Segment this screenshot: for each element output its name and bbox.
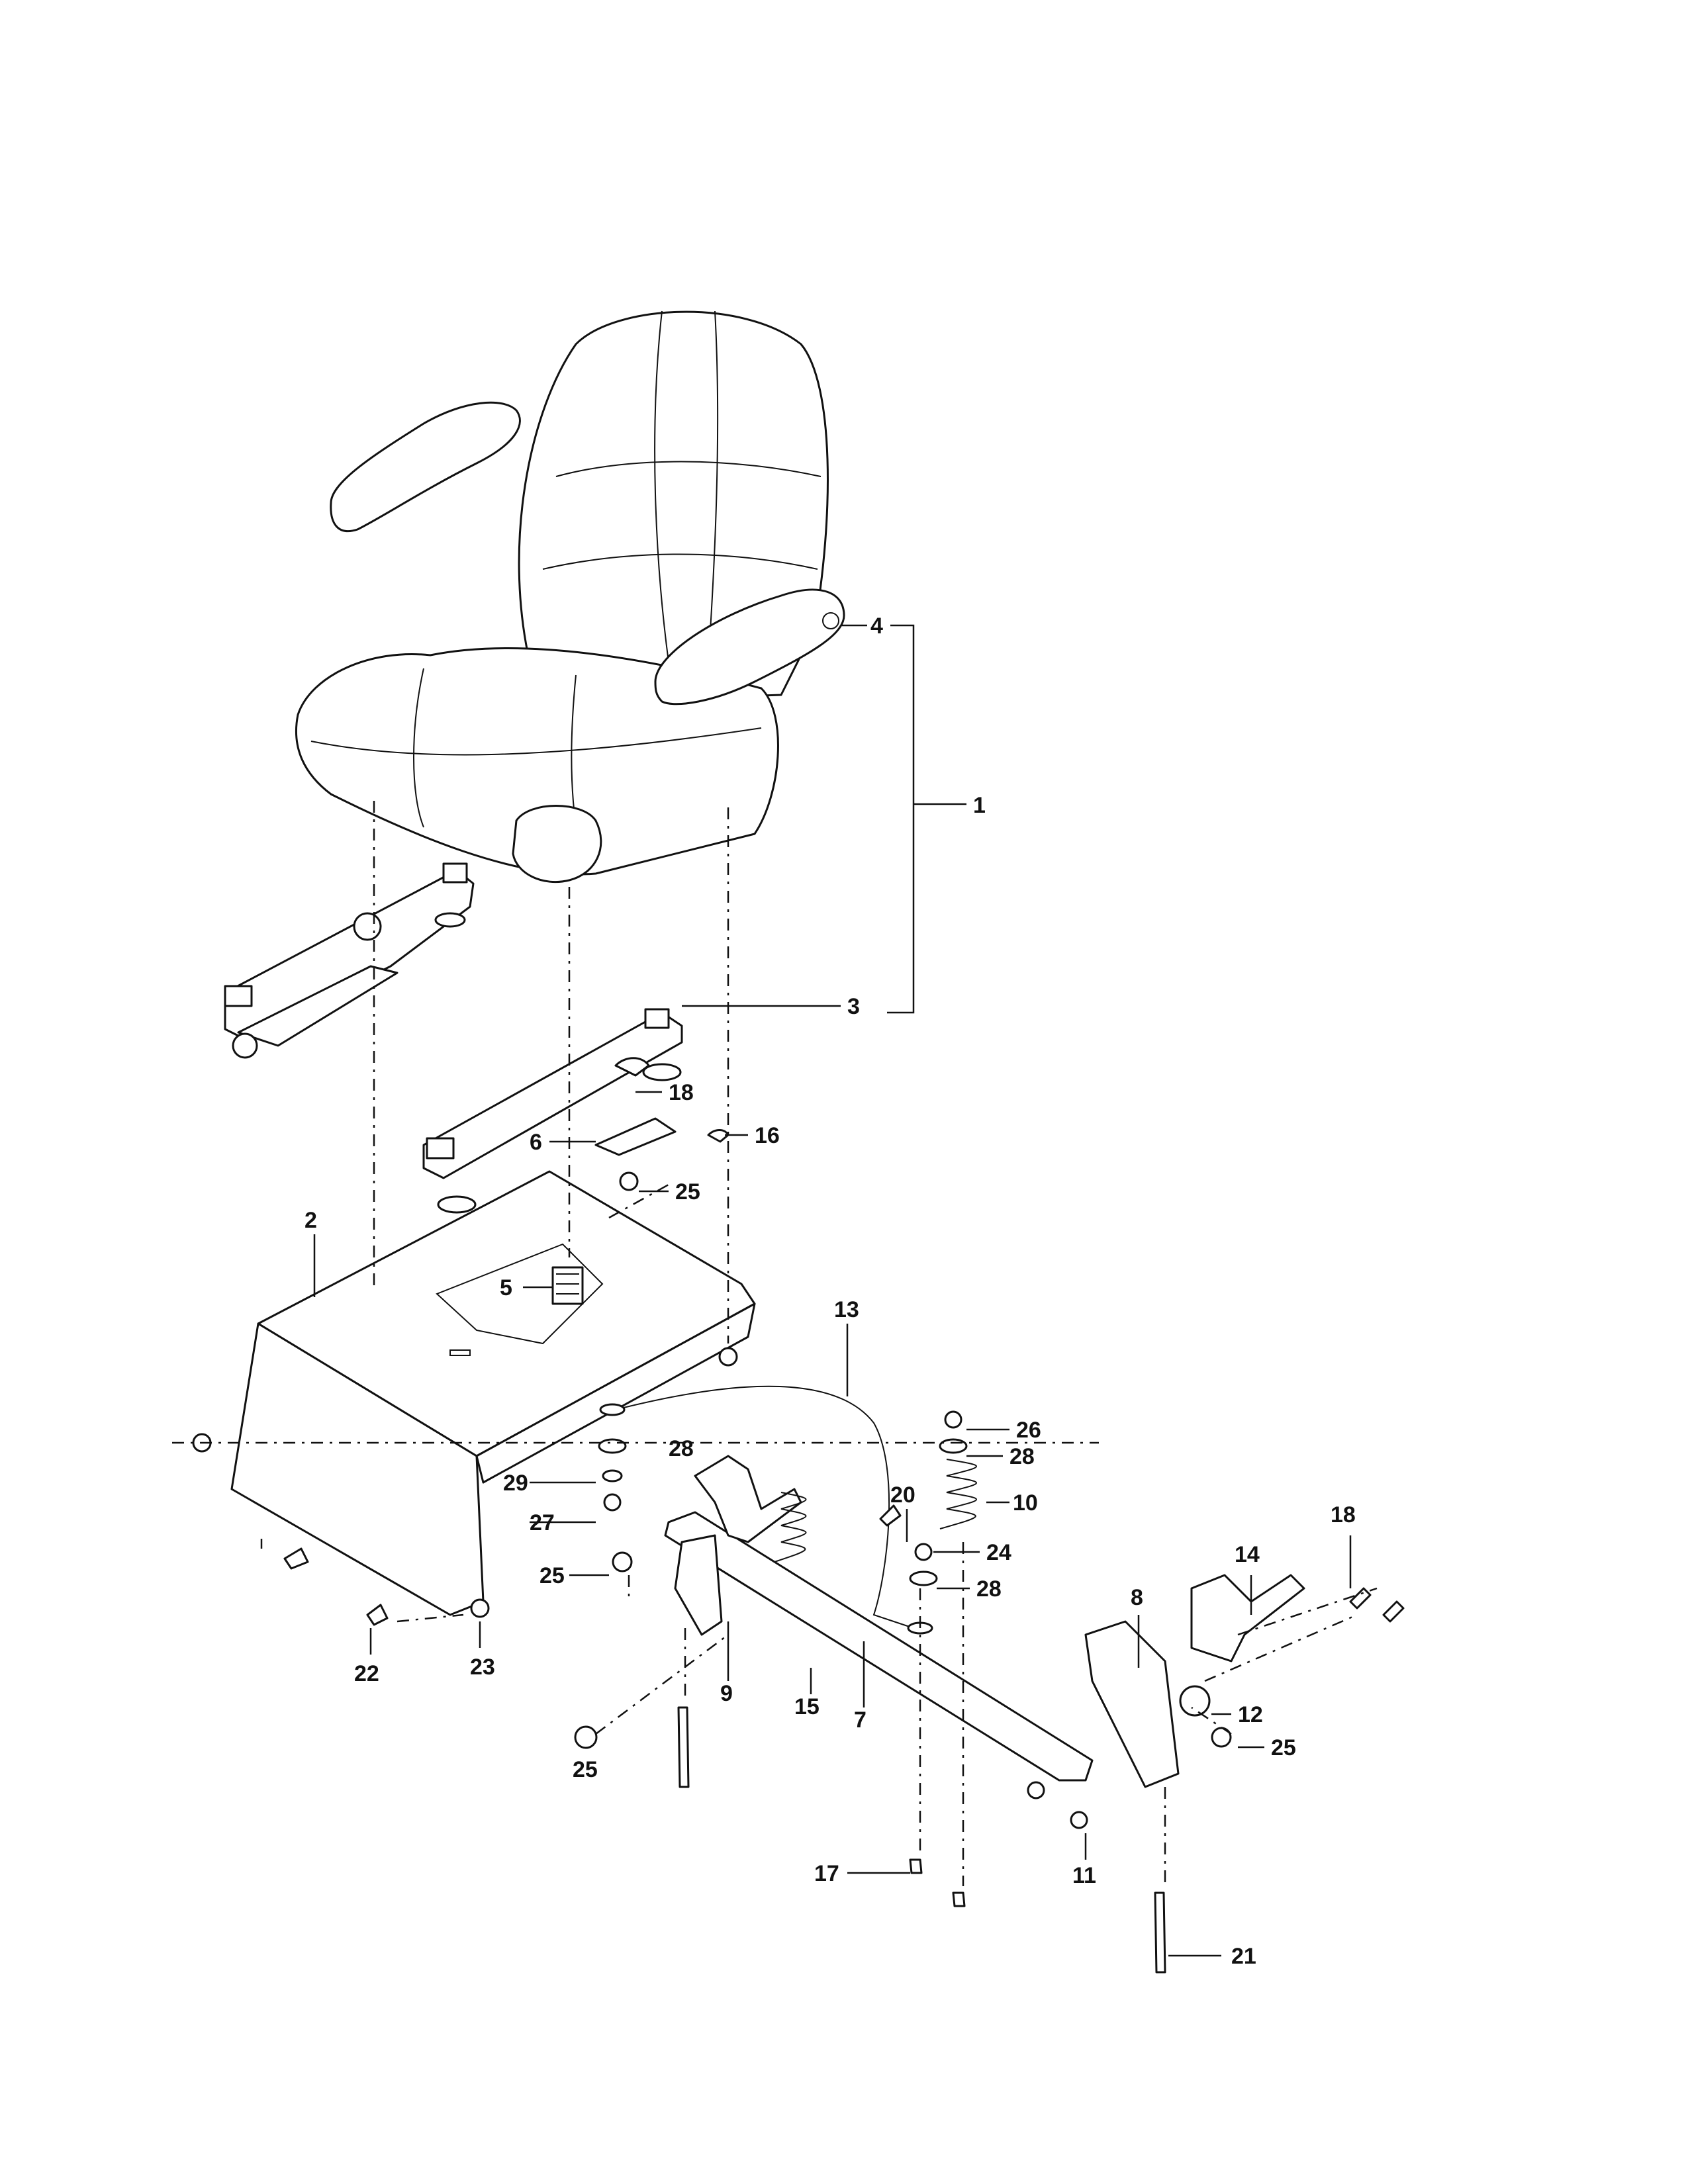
callout-22: 22 bbox=[354, 1661, 379, 1686]
seat-wire-icon bbox=[615, 1385, 914, 1629]
seat-pan-icon bbox=[230, 1170, 756, 1616]
callout-7: 7 bbox=[854, 1707, 867, 1733]
callout-21: 21 bbox=[1231, 1944, 1256, 1969]
callout-28c: 28 bbox=[976, 1576, 1002, 1602]
callout-18b: 18 bbox=[1331, 1502, 1356, 1527]
callout-labels: 1 2 3 4 5 6 7 8 9 10 11 12 13 14 15 16 1… bbox=[305, 614, 1356, 1969]
callout-1: 1 bbox=[973, 793, 986, 818]
long-bolt-icon bbox=[283, 1504, 1405, 1974]
callout-9: 9 bbox=[720, 1681, 733, 1706]
wire-terminal-icon bbox=[599, 1403, 626, 1416]
callout-8: 8 bbox=[1131, 1585, 1143, 1610]
seat-frame-bar-icon bbox=[664, 1511, 1094, 1782]
callout-18a: 18 bbox=[669, 1080, 694, 1105]
callout-25a: 25 bbox=[675, 1179, 700, 1205]
callout-28b: 28 bbox=[1009, 1444, 1035, 1469]
callout-10: 10 bbox=[1013, 1490, 1038, 1516]
callout-25d: 25 bbox=[1271, 1735, 1296, 1760]
seat-assembly-icon bbox=[295, 310, 845, 884]
spring-icon bbox=[774, 1459, 977, 1563]
leader-lines bbox=[313, 624, 1352, 1957]
bolt-icon bbox=[614, 1057, 729, 1143]
callout-16: 16 bbox=[755, 1123, 780, 1148]
callout-14: 14 bbox=[1235, 1542, 1260, 1567]
callout-27: 27 bbox=[530, 1510, 555, 1535]
callout-2: 2 bbox=[305, 1208, 317, 1233]
nut-icon-lower bbox=[574, 1410, 1232, 1829]
callout-28a: 28 bbox=[669, 1436, 694, 1461]
assembly-lines bbox=[172, 801, 1378, 1886]
callout-11: 11 bbox=[1072, 1863, 1096, 1888]
callout-17: 17 bbox=[814, 1861, 839, 1886]
callout-23: 23 bbox=[470, 1655, 495, 1680]
callout-24: 24 bbox=[986, 1540, 1011, 1565]
callout-3: 3 bbox=[847, 994, 860, 1019]
right-bracket-icon bbox=[1084, 1574, 1305, 1788]
left-bracket-icon bbox=[674, 1455, 802, 1636]
washer-icon bbox=[598, 1438, 1211, 1717]
seat-switch-icon bbox=[551, 1266, 584, 1305]
callout-15: 15 bbox=[794, 1694, 820, 1719]
callout-12: 12 bbox=[1238, 1702, 1263, 1727]
callout-25b: 25 bbox=[539, 1563, 565, 1588]
callout-6: 6 bbox=[530, 1130, 542, 1155]
callout-25c: 25 bbox=[573, 1757, 598, 1782]
callout-26: 26 bbox=[1016, 1418, 1041, 1443]
callout-20: 20 bbox=[890, 1482, 915, 1508]
callout-29: 29 bbox=[503, 1471, 528, 1496]
callout-13: 13 bbox=[834, 1297, 859, 1322]
callout-4: 4 bbox=[870, 614, 883, 639]
seat-rail-upper-icon bbox=[224, 862, 475, 1059]
callout-5: 5 bbox=[500, 1275, 512, 1300]
bracket-icon bbox=[594, 1117, 677, 1156]
seat-rail-lower-icon bbox=[422, 1008, 683, 1214]
